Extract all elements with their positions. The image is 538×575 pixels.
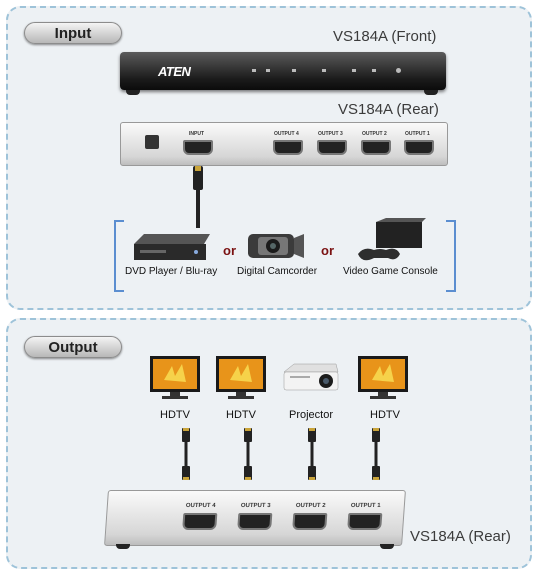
output-port-label: OUTPUT 1 [350, 503, 381, 509]
display-label: HDTV [226, 409, 256, 421]
aten-logo: ATEN [158, 64, 191, 79]
or-connector: or [223, 243, 236, 258]
device-foot [380, 544, 394, 549]
display-label: Projector [289, 409, 334, 421]
vs184a-rear-device-output: OUTPUT 4 OUTPUT 3 OUTPUT 2 OUTPUT 1 [104, 490, 406, 546]
output-port-label: OUTPUT 1 [405, 131, 430, 137]
rear-title-input: VS184A (Rear) [338, 101, 439, 118]
vs184a-rear-device-input: INPUT OUTPUT 4 OUTPUT 3 OUTPUT 2 OUTPUT … [120, 122, 448, 166]
output-badge: Output [24, 336, 122, 358]
rear-title-output: VS184A (Rear) [410, 528, 511, 545]
hdtv-icon [358, 356, 408, 399]
front-led [292, 69, 296, 72]
front-led [372, 69, 376, 72]
or-connector: or [321, 243, 334, 258]
dc-power-jack [145, 135, 159, 149]
device-foot [116, 544, 130, 549]
hdmi-output-port [317, 140, 347, 155]
output-port-label: OUTPUT 3 [240, 503, 271, 509]
projector-icon [283, 363, 339, 391]
hdmi-output-port [292, 513, 328, 530]
front-led [322, 69, 326, 72]
source-label: DVD Player / Blu-ray [125, 266, 218, 277]
source-label: Video Game Console [343, 266, 438, 277]
game-console-icon [358, 218, 426, 261]
output-port-label: OUTPUT 3 [318, 131, 343, 137]
hdmi-output-port [237, 513, 273, 530]
source-label: Digital Camcorder [237, 266, 318, 277]
front-title: VS184A (Front) [333, 28, 437, 45]
output-port-label: OUTPUT 2 [295, 503, 326, 509]
hdmi-input-port [183, 140, 213, 155]
dvd-player-icon [134, 234, 210, 260]
hdmi-output-port [361, 140, 391, 155]
hdmi-output-port [273, 140, 303, 155]
hdmi-output-port [182, 513, 218, 530]
sources-bracket-right [446, 220, 456, 292]
hdtv-icon [150, 356, 200, 399]
output-port-label: OUTPUT 2 [362, 131, 387, 137]
input-port-label: INPUT [189, 131, 204, 137]
hdmi-output-port [347, 513, 383, 530]
front-led [396, 68, 401, 73]
device-foot [424, 90, 438, 95]
display-label: HDTV [370, 409, 400, 421]
vs184a-front-device: ATEN [120, 52, 446, 90]
device-foot [126, 90, 140, 95]
input-badge: Input [24, 22, 122, 44]
front-led [352, 69, 356, 72]
camcorder-icon [248, 234, 304, 258]
output-port-label: OUTPUT 4 [274, 131, 299, 137]
front-led [266, 69, 270, 72]
sources-bracket-left [114, 220, 124, 292]
hdmi-output-port [404, 140, 434, 155]
hdtv-icon [216, 356, 266, 399]
output-port-label: OUTPUT 4 [185, 503, 216, 509]
front-led [252, 69, 256, 72]
display-label: HDTV [160, 409, 190, 421]
